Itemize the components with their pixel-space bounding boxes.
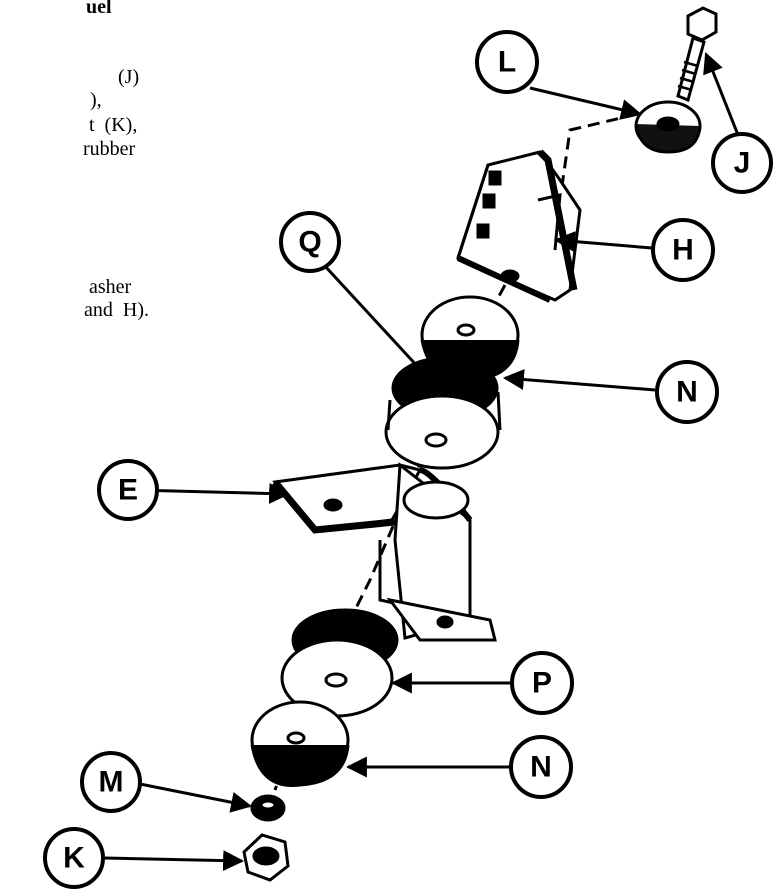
callout-l: L <box>475 30 539 94</box>
washer-part-l <box>634 100 702 154</box>
callout-p-label: P <box>532 667 552 700</box>
callout-k-label: K <box>63 842 85 875</box>
callout-n-lower: N <box>509 735 573 799</box>
instruction-text-fragment: uel (J) ), t (K), rubber asher and H). <box>0 0 240 321</box>
callout-m-label: M <box>99 766 124 799</box>
bushing-part-p <box>280 608 399 718</box>
callout-l-label: L <box>498 46 516 79</box>
callout-j: J <box>711 132 773 194</box>
callout-h-label: H <box>672 234 694 267</box>
text-line-4: t (K), <box>89 114 138 136</box>
text-line-1: uel <box>86 0 112 18</box>
callout-n-upper: N <box>655 360 719 424</box>
callout-q-label: Q <box>298 226 321 259</box>
text-line-7: and H). <box>84 299 149 321</box>
leader-lines <box>103 52 742 872</box>
nut-part-k <box>242 833 290 882</box>
callout-h: H <box>651 218 715 282</box>
callout-n-upper-label: N <box>676 376 698 409</box>
bushing-part-q <box>384 356 502 470</box>
bolt-part-j <box>676 6 718 103</box>
lockwasher-part-m <box>250 794 286 822</box>
callout-e: E <box>97 459 159 521</box>
callout-e-label: E <box>118 474 138 507</box>
text-line-2: (J) <box>118 66 140 88</box>
callout-m: M <box>80 751 142 813</box>
callout-k: K <box>43 827 105 889</box>
bracket-part-e <box>272 462 497 642</box>
text-line-3: ), <box>90 89 102 111</box>
text-line-5: rubber <box>83 138 136 160</box>
callout-j-label: J <box>734 147 751 180</box>
rubber-pad-lower-n <box>250 700 350 787</box>
text-line-6: asher <box>89 276 132 298</box>
callout-p: P <box>510 651 574 715</box>
callout-n-lower-label: N <box>530 751 552 784</box>
bracket-part-h <box>456 149 582 303</box>
callout-q: Q <box>279 211 341 273</box>
